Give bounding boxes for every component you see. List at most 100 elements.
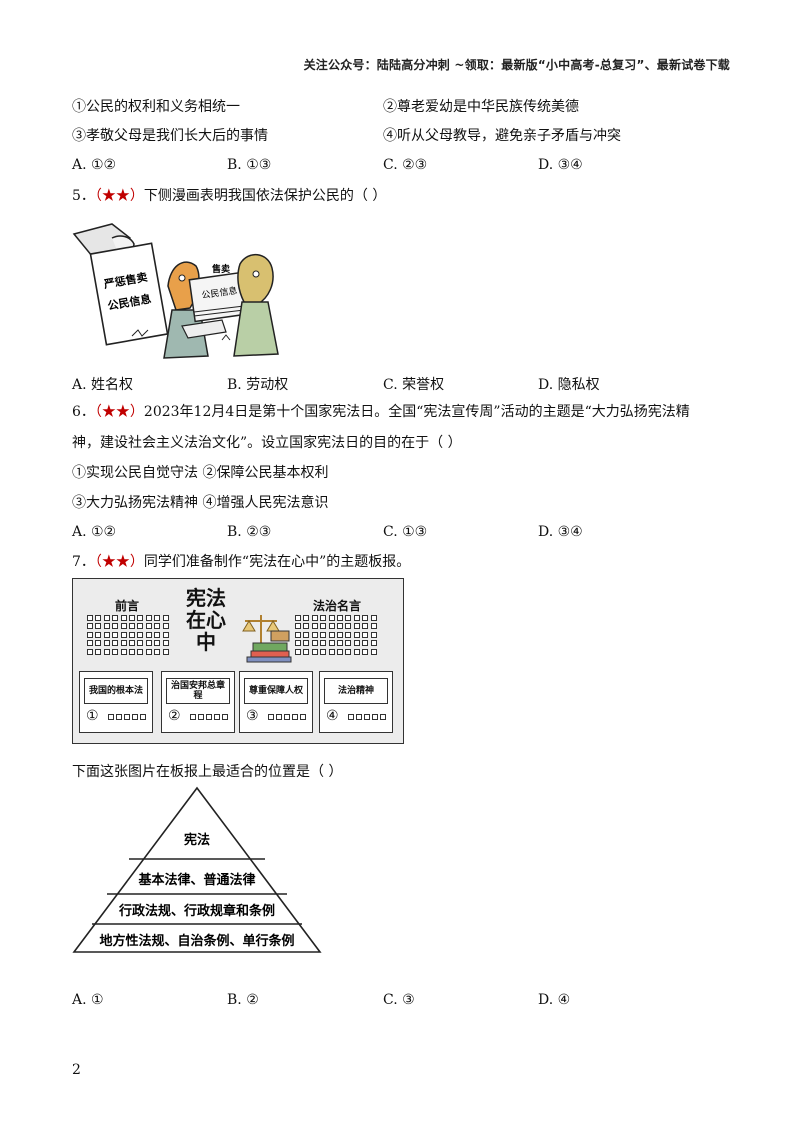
board-card-label: 尊重保障人权 bbox=[244, 678, 308, 704]
q4-option-c[interactable]: C. ②③ bbox=[383, 157, 428, 173]
placeholder-square bbox=[129, 615, 135, 621]
q4-statement-4: ④听从父母教导，避免亲子矛盾与冲突 bbox=[383, 128, 621, 144]
placeholder-square bbox=[95, 615, 102, 621]
pyramid-level-1: 宪法 bbox=[184, 832, 210, 848]
q6-question-line2: 神，建设社会主义法治文化”。设立国家宪法日的目的在于（ ） bbox=[72, 435, 462, 451]
q6-option-b[interactable]: B. ②③ bbox=[227, 524, 272, 540]
placeholder-square bbox=[95, 648, 102, 655]
placeholder-square bbox=[112, 648, 119, 655]
placeholder-square bbox=[353, 631, 360, 638]
q6-option-a[interactable]: A. ①② bbox=[72, 524, 117, 540]
q7-option-a[interactable]: A. ① bbox=[72, 992, 104, 1008]
placeholder-square bbox=[124, 714, 130, 720]
placeholder-square bbox=[362, 631, 369, 638]
board-card-label: 治国安邦总章程 bbox=[166, 678, 230, 704]
placeholder-square bbox=[303, 631, 310, 638]
placeholder-square bbox=[162, 640, 169, 647]
page-header: 关注公众号：陆陆高分冲刺 ~领取：最新版“小中高考-总复习”、最新试卷下载 bbox=[303, 58, 730, 72]
board-title: 宪法在心中 bbox=[186, 586, 226, 654]
q5-option-d[interactable]: D. 隐私权 bbox=[538, 377, 600, 393]
q7-option-b[interactable]: B. ② bbox=[227, 992, 259, 1008]
placeholder-square bbox=[328, 640, 335, 647]
placeholder-square bbox=[140, 714, 146, 720]
q4-option-b[interactable]: B. ①③ bbox=[227, 157, 272, 173]
placeholder-square bbox=[137, 640, 144, 647]
placeholder-square bbox=[311, 648, 318, 655]
placeholder-square bbox=[222, 714, 228, 720]
placeholder-square bbox=[303, 640, 310, 647]
board-card-number: ② bbox=[168, 708, 181, 724]
placeholder-square bbox=[303, 623, 310, 630]
q4-statement-3: ③孝敬父母是我们长大后的事情 bbox=[72, 128, 268, 144]
placeholder-square bbox=[320, 648, 327, 655]
placeholder-square bbox=[116, 714, 122, 720]
placeholder-square bbox=[337, 631, 343, 638]
placeholder-square bbox=[87, 640, 93, 647]
placeholder-square bbox=[292, 714, 298, 720]
placeholder-square bbox=[370, 640, 377, 647]
placeholder-square bbox=[137, 615, 144, 621]
placeholder-square bbox=[137, 648, 144, 655]
placeholder-square bbox=[337, 640, 343, 647]
placeholder-square bbox=[345, 648, 352, 655]
placeholder-square bbox=[362, 623, 369, 630]
q5-difficulty-stars: （★★） bbox=[94, 188, 144, 204]
placeholder-square bbox=[129, 648, 135, 655]
placeholder-square bbox=[276, 714, 282, 720]
q4-option-d[interactable]: D. ③④ bbox=[538, 157, 583, 173]
placeholder-square bbox=[137, 631, 144, 638]
q7-option-d[interactable]: D. ④ bbox=[538, 992, 571, 1008]
q5-cartoon: 严惩售卖 公民信息 公民信息 售卖 bbox=[72, 223, 279, 359]
placeholder-square bbox=[162, 615, 169, 621]
placeholder-square bbox=[284, 714, 290, 720]
placeholder-square bbox=[162, 631, 169, 638]
placeholder-square bbox=[103, 640, 110, 647]
q6-number: 6． bbox=[72, 404, 95, 420]
placeholder-square bbox=[320, 623, 327, 630]
placeholder-square bbox=[345, 615, 352, 621]
placeholder-square bbox=[362, 640, 369, 647]
board-card-number: ① bbox=[86, 708, 99, 724]
q4-option-a[interactable]: A. ①② bbox=[72, 157, 117, 173]
placeholder-square bbox=[311, 631, 318, 638]
placeholder-square bbox=[87, 615, 93, 621]
placeholder-square bbox=[353, 615, 360, 621]
placeholder-square bbox=[295, 648, 301, 655]
q6-option-d[interactable]: D. ③④ bbox=[538, 524, 583, 540]
cartoon-sell-label: 售卖 bbox=[211, 263, 230, 275]
q7-stem: 同学们准备制作“宪法在心中”的主题板报。 bbox=[143, 554, 411, 570]
placeholder-square bbox=[112, 640, 119, 647]
q7-option-c[interactable]: C. ③ bbox=[383, 992, 415, 1008]
q6-option-c[interactable]: C. ①③ bbox=[383, 524, 428, 540]
placeholder-square bbox=[129, 631, 135, 638]
placeholder-square bbox=[362, 648, 369, 655]
board-left-heading: 前言 bbox=[115, 599, 140, 613]
placeholder-square bbox=[154, 648, 161, 655]
placeholder-square bbox=[129, 623, 135, 630]
placeholder-square bbox=[112, 615, 119, 621]
q6-difficulty-stars: （★★） bbox=[94, 404, 144, 420]
q7-question-2: 下面这张图片在板报上最适合的位置是（ ） bbox=[72, 764, 343, 780]
q7-difficulty-stars: （★★） bbox=[94, 554, 144, 570]
placeholder-square bbox=[295, 631, 301, 638]
q5-option-b[interactable]: B. 劳动权 bbox=[227, 377, 289, 393]
q7-number: 7． bbox=[72, 554, 95, 570]
placeholder-square bbox=[87, 648, 93, 655]
placeholder-square bbox=[345, 623, 352, 630]
placeholder-square bbox=[328, 623, 335, 630]
placeholder-square bbox=[145, 615, 152, 621]
placeholder-square bbox=[120, 631, 127, 638]
placeholder-square bbox=[364, 714, 370, 720]
q6-statements-2: ③大力弘扬宪法精神 ④增强人民宪法意识 bbox=[72, 495, 329, 511]
q5-option-c[interactable]: C. 荣誉权 bbox=[383, 377, 445, 393]
placeholder-square bbox=[154, 623, 161, 630]
placeholder-square bbox=[353, 648, 360, 655]
q5-option-a[interactable]: A. 姓名权 bbox=[72, 377, 134, 393]
placeholder-square bbox=[154, 615, 161, 621]
placeholder-square bbox=[132, 714, 138, 720]
board-right-heading: 法治名言 bbox=[313, 599, 362, 613]
placeholder-square bbox=[345, 631, 352, 638]
q5-question: 5．（★★）下侧漫画表明我国依法保护公民的（ ） bbox=[72, 186, 386, 206]
placeholder-square bbox=[337, 615, 343, 621]
placeholder-square bbox=[311, 623, 318, 630]
